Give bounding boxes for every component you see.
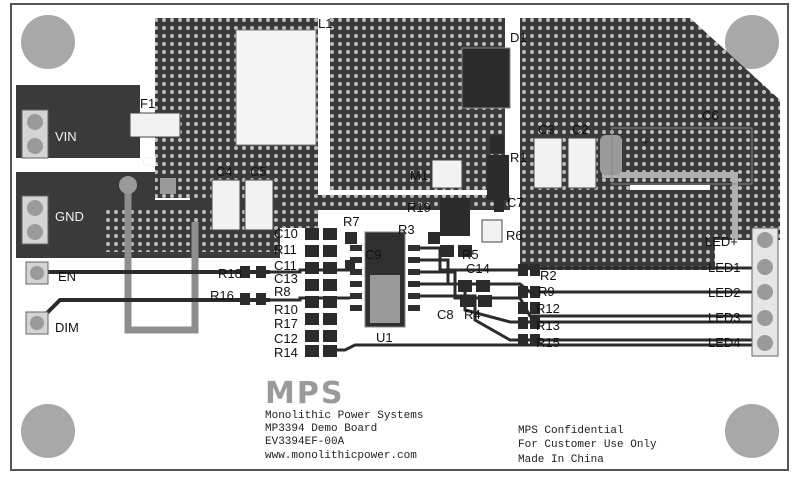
mounting-hole-top-left <box>21 15 75 69</box>
gnd-connector <box>21 195 49 245</box>
r2-label: R2 <box>540 268 557 283</box>
r1-pad <box>490 135 504 153</box>
r6-footprint <box>481 219 503 243</box>
c2-footprint <box>567 137 597 189</box>
mounting-hole-top-right <box>725 15 779 69</box>
r1-label: R1 <box>510 150 527 165</box>
r7-label: R7 <box>343 214 360 229</box>
confidential-line-1: MPS Confidential <box>518 425 624 437</box>
m1-label: M1 <box>410 168 428 183</box>
r6-label: R6 <box>506 228 523 243</box>
led3-label: LED3 <box>708 310 741 325</box>
c7-label: C7 <box>507 195 524 210</box>
c6-outline <box>611 127 753 185</box>
c6-pad <box>600 135 622 175</box>
company-line-1: Monolithic Power Systems <box>265 410 423 422</box>
r15-label: R15 <box>536 335 560 350</box>
r4-label: R4 <box>464 307 481 322</box>
u1-pins <box>350 245 420 311</box>
led-channel-traces <box>335 246 760 352</box>
c5-footprint <box>244 179 274 231</box>
r13-label: R13 <box>536 318 560 333</box>
led4-label: LED4 <box>708 335 741 350</box>
c3-label: C3 <box>538 122 555 137</box>
silkscreen-loop <box>124 185 199 334</box>
dim-to-u1 <box>270 296 350 302</box>
r8-label: R8 <box>274 284 291 299</box>
f1-footprint <box>129 112 181 138</box>
r10-label: R10 <box>274 302 298 317</box>
copper-pour-output-lower <box>520 190 715 270</box>
c1-label: C1 <box>142 154 159 169</box>
m1-footprint <box>431 159 463 189</box>
gnd-label: GND <box>55 209 84 224</box>
c13-label: C13 <box>274 271 298 286</box>
r19-label: R19 <box>407 200 431 215</box>
c5-label: C5 <box>250 164 267 179</box>
u1-thermal-pad <box>370 275 400 323</box>
c3-footprint <box>533 137 563 189</box>
mps-logo: MPS <box>265 376 344 411</box>
led-resistor-pads <box>518 264 540 346</box>
c14-label: C14 <box>466 261 490 276</box>
c12-label: C12 <box>274 331 298 346</box>
led1-label: LED1 <box>708 260 741 275</box>
r16-label: R16 <box>210 288 234 303</box>
c9-label: C9 <box>365 247 382 262</box>
c1-pad <box>119 176 137 194</box>
led-plus-label: LED+ <box>705 234 738 249</box>
led-connector-block <box>751 227 779 357</box>
en-label: EN <box>58 269 76 284</box>
c1-pad-2 <box>160 178 176 194</box>
r19-footprint <box>440 198 470 236</box>
c10-label: C10 <box>274 226 298 241</box>
mounting-hole-bottom-right <box>725 404 779 458</box>
c11-label: C11 <box>274 258 297 273</box>
dim-label: DIM <box>55 320 79 335</box>
vin-label: VIN <box>55 129 77 144</box>
c7-pad <box>494 200 504 212</box>
dim-connector <box>25 311 49 335</box>
u1-label: U1 <box>376 330 393 345</box>
diode-d1-body <box>461 47 511 109</box>
company-line-3: EV3394EF-00A <box>265 436 345 448</box>
r17-label: R17 <box>274 316 298 331</box>
f1-label: F1 <box>140 96 155 111</box>
c6-polarity-label: + <box>642 134 650 149</box>
confidential-line-3: Made In China <box>518 454 604 466</box>
r14-label: R14 <box>274 345 298 360</box>
confidential-line-2: For Customer Use Only <box>518 439 657 451</box>
r9-label: R9 <box>538 284 555 299</box>
r3-label: R3 <box>398 222 415 237</box>
c2-label: C2 <box>572 122 589 137</box>
inductor-l1-body <box>235 29 317 146</box>
mounting-hole-bottom-left <box>21 404 75 458</box>
r11-label: R11 <box>274 242 297 257</box>
r1-footprint <box>487 155 509 200</box>
company-line-4: www.monolithicpower.com <box>265 450 417 462</box>
c6-label: C6 <box>702 108 719 123</box>
company-line-2: MP3394 Demo Board <box>265 423 377 435</box>
c4-footprint <box>211 179 241 231</box>
r12-label: R12 <box>536 301 560 316</box>
led2-label: LED2 <box>708 285 741 300</box>
c4-label: C4 <box>216 164 233 179</box>
d1-label: D1 <box>510 30 527 45</box>
r5-label: R5 <box>462 247 479 262</box>
r18-label: R18 <box>218 266 242 281</box>
r8-r16-pads <box>240 266 266 305</box>
c8-label: C8 <box>437 307 454 322</box>
vin-connector <box>21 109 49 159</box>
l1-label: L1 <box>318 16 332 31</box>
en-to-u1 <box>270 268 350 274</box>
en-connector <box>25 261 49 285</box>
